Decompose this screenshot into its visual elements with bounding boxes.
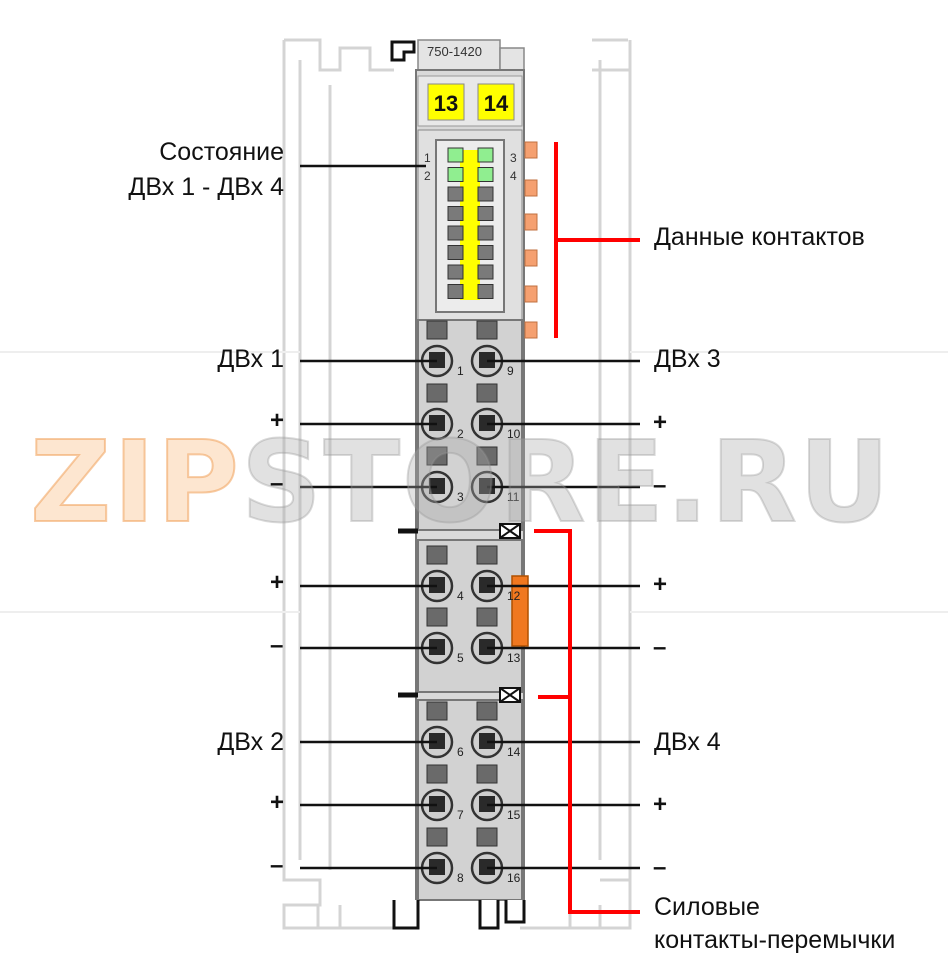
status-led-3 — [447, 167, 464, 182]
status-led-4 — [477, 167, 494, 182]
red-brackets — [534, 142, 640, 914]
terminal-number: 6 — [457, 745, 464, 759]
led-14 — [477, 264, 494, 280]
watermark-part-a: ZIP — [29, 418, 241, 548]
led-6 — [477, 186, 494, 202]
terminal-number: 10 — [507, 427, 521, 441]
release-opening — [426, 320, 448, 340]
di4-label: ДВх 4 — [654, 728, 721, 756]
data-contact-3 — [524, 213, 538, 231]
marker-13 — [427, 83, 465, 121]
plus-right-1: + — [653, 409, 668, 436]
release-opening — [476, 446, 498, 466]
release-opening — [476, 764, 498, 784]
release-opening — [426, 764, 448, 784]
marker-14-label: 14 — [484, 91, 509, 116]
terminal-number: 11 — [507, 490, 520, 504]
plus-left-3: + — [270, 789, 285, 816]
release-opening — [426, 545, 448, 565]
status-led-1 — [447, 147, 464, 163]
minus-left-1: – — [270, 470, 284, 497]
terminal-number: 8 — [457, 871, 464, 885]
top-latch — [390, 39, 525, 71]
minus-right-3: – — [653, 854, 667, 881]
watermark: ZIPSTORE.RU — [29, 426, 920, 540]
status-led-2 — [477, 147, 494, 163]
din-rail — [0, 38, 948, 930]
di3-label: ДВх 3 — [654, 345, 721, 373]
led-8 — [477, 206, 494, 221]
terminal-number: 3 — [457, 490, 464, 504]
led-16 — [477, 284, 494, 299]
release-opening — [426, 383, 448, 403]
release-opening — [426, 701, 448, 721]
terminal-number: 1 — [457, 364, 464, 378]
release-opening — [476, 320, 498, 340]
terminal-number: 13 — [507, 651, 521, 665]
plus-left-1: + — [270, 407, 285, 434]
release-opening — [476, 701, 498, 721]
terminal-number: 16 — [507, 871, 521, 885]
led-group — [447, 147, 494, 299]
watermark-part-b: STORE.RU — [240, 418, 892, 548]
led-11 — [447, 245, 464, 260]
terminal-number: 2 — [457, 427, 464, 441]
power-label-line2: контакты-перемычки — [654, 926, 896, 954]
led-number-4: 4 — [510, 169, 517, 183]
plus-right-2: + — [653, 571, 668, 598]
led-number-1: 1 — [424, 151, 431, 165]
jumper-slots — [398, 523, 521, 703]
release-opening — [476, 827, 498, 847]
release-opening — [426, 446, 448, 466]
marker-13-label: 13 — [434, 91, 458, 116]
terminal-number: 14 — [507, 745, 521, 759]
release-opening — [476, 545, 498, 565]
release-opening — [476, 383, 498, 403]
data-contact-2 — [524, 179, 538, 197]
data-contact-6 — [524, 321, 538, 339]
minus-left-3: – — [270, 852, 284, 879]
minus-left-2: – — [270, 632, 284, 659]
marker-14 — [477, 83, 515, 121]
di1-label: ДВх 1 — [217, 345, 284, 373]
data-contacts — [524, 141, 538, 339]
minus-right-1: – — [653, 472, 667, 499]
data-contacts-label: Данные контактов — [654, 223, 865, 251]
status-label-line1: Состояние — [159, 138, 284, 166]
power-jumper — [511, 575, 529, 647]
terminal-number: 7 — [457, 808, 464, 822]
status-label-line2: ДВх 1 - ДВх 4 — [128, 173, 284, 201]
bottom-latch — [392, 900, 526, 930]
release-opening — [426, 827, 448, 847]
led-number-3: 3 — [510, 151, 517, 165]
terminal-number: 12 — [507, 589, 521, 603]
terminal-number: 5 — [457, 651, 464, 665]
data-contact-4 — [524, 249, 538, 267]
plus-right-3: + — [653, 791, 668, 818]
led-9 — [447, 225, 464, 241]
part-number: 750-1420 — [427, 44, 482, 59]
terminal-number: 4 — [457, 589, 464, 603]
plus-left-2: + — [270, 569, 285, 596]
led-12 — [477, 245, 494, 260]
release-opening — [476, 607, 498, 627]
di2-label: ДВх 2 — [217, 728, 284, 756]
led-number-2: 2 — [424, 169, 431, 183]
led-5 — [447, 186, 464, 202]
led-10 — [477, 225, 494, 241]
led-13 — [447, 264, 464, 280]
data-contact-5 — [524, 285, 538, 303]
release-opening — [426, 607, 448, 627]
minus-right-2: – — [653, 634, 667, 661]
data-contact-1 — [524, 141, 538, 159]
terminal-number: 9 — [507, 364, 514, 378]
terminal-number: 15 — [507, 808, 521, 822]
led-15 — [447, 284, 464, 299]
led-7 — [447, 206, 464, 221]
wire-lines — [300, 164, 640, 870]
power-label-line1: Силовые — [654, 893, 760, 921]
